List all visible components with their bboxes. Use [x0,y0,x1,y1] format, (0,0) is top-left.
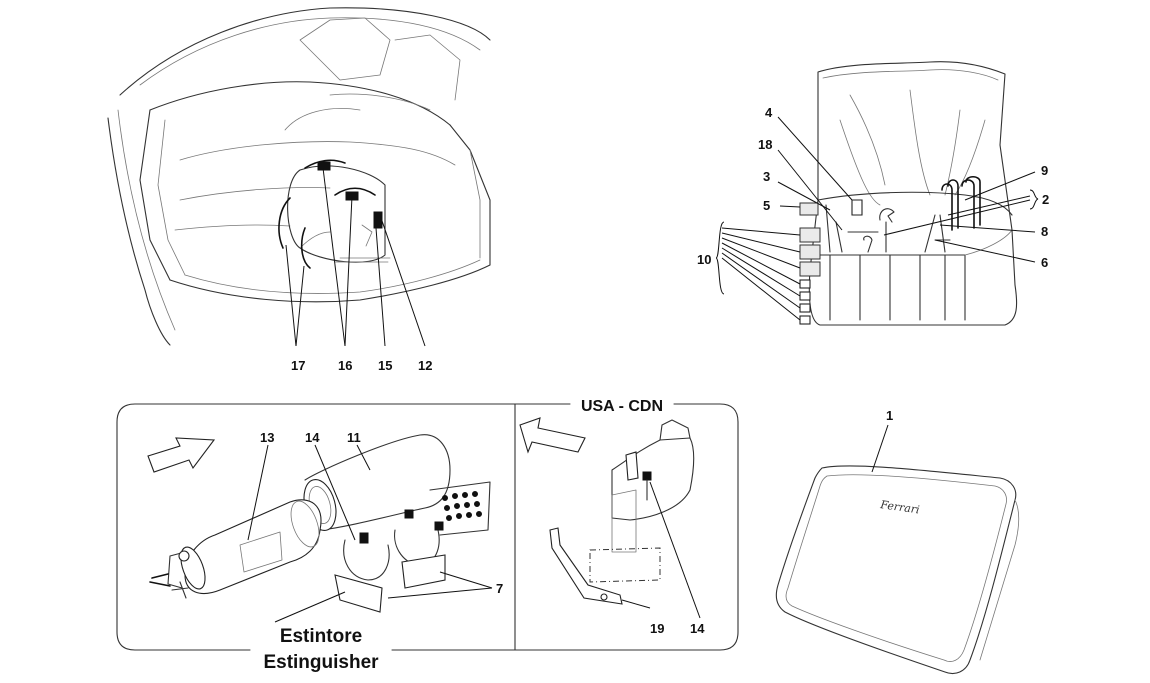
extinguisher-panel [116,403,739,651]
case-logo: Ferrari [879,498,921,516]
callout-19: 19 [650,621,664,636]
usa-cdn-inset [519,417,701,619]
callout-10: 10 [697,252,711,267]
grille [429,481,491,536]
callout-17: 17 [291,358,305,373]
trunk-view [107,7,491,347]
callout-16: 16 [338,358,352,373]
callout-14-usa: 14 [690,621,705,636]
inset-title: USA - CDN [581,398,663,415]
callout-12: 12 [418,358,432,373]
callout-1: 1 [886,408,893,423]
tool-roll [715,61,1039,326]
callout-5: 5 [763,198,770,213]
callout-13: 13 [260,430,274,445]
caption-estinguisher: Estinguisher [263,652,379,673]
callout-9: 9 [1041,163,1048,178]
document-case: Ferrari [775,424,1020,675]
callout-15: 15 [378,358,392,373]
callout-8: 8 [1041,224,1048,239]
callout-4: 4 [765,105,773,120]
callout-6: 6 [1041,255,1048,270]
callout-14: 14 [305,430,320,445]
callout-11: 11 [347,430,361,445]
callout-18: 18 [758,137,772,152]
callout-3: 3 [763,169,770,184]
callout-7: 7 [496,581,503,596]
callout-2: 2 [1042,192,1049,207]
caption-estintore: Estintore [280,626,362,647]
